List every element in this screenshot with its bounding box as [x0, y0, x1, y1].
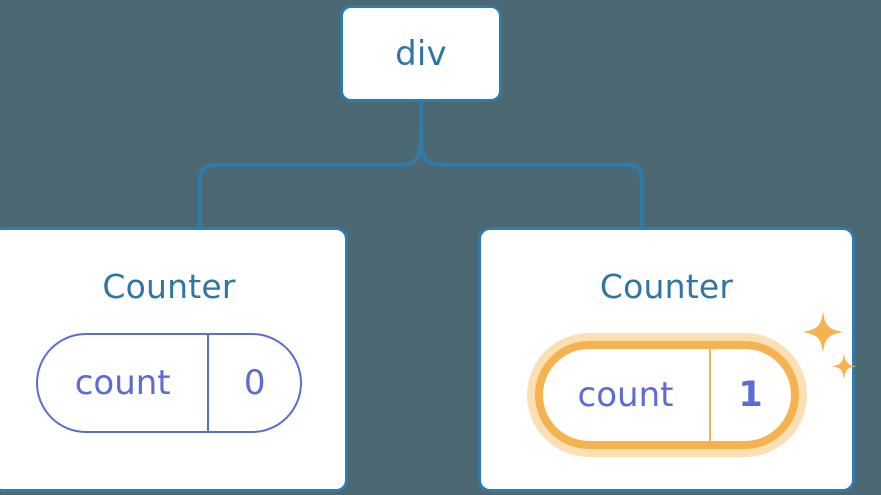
state-pill[interactable]: count 0	[36, 333, 302, 433]
tree-node-counter-right[interactable]: Counter count 1	[478, 227, 857, 492]
state-pill-highlighted[interactable]: count 1	[534, 341, 799, 449]
edge-root-to-right	[419, 100, 644, 229]
root-node-label: div	[395, 33, 447, 74]
state-pill-wrapper-highlighted: count 1	[526, 311, 857, 457]
state-key-cell: count	[38, 335, 210, 431]
tree-node-root[interactable]: div	[340, 5, 502, 102]
state-pill-wrapper: count 0	[36, 333, 302, 433]
state-value-label: 0	[243, 363, 266, 403]
state-value-cell: 0	[209, 335, 300, 431]
node-label: Counter	[599, 267, 734, 306]
state-key-label: count	[74, 363, 171, 403]
state-key-label: count	[577, 375, 674, 415]
edge-root-to-left	[198, 100, 423, 229]
sparkle-group	[802, 311, 857, 380]
tree-node-counter-left[interactable]: Counter count 0	[0, 227, 348, 492]
state-pill-glow: count 1	[526, 333, 807, 457]
node-label: Counter	[102, 267, 236, 306]
state-key-cell: count	[543, 349, 711, 441]
state-value-cell: 1	[711, 349, 791, 441]
state-value-label: 1	[738, 374, 763, 415]
sparkle-small-icon	[830, 353, 857, 380]
sparkle-icon	[802, 311, 843, 353]
